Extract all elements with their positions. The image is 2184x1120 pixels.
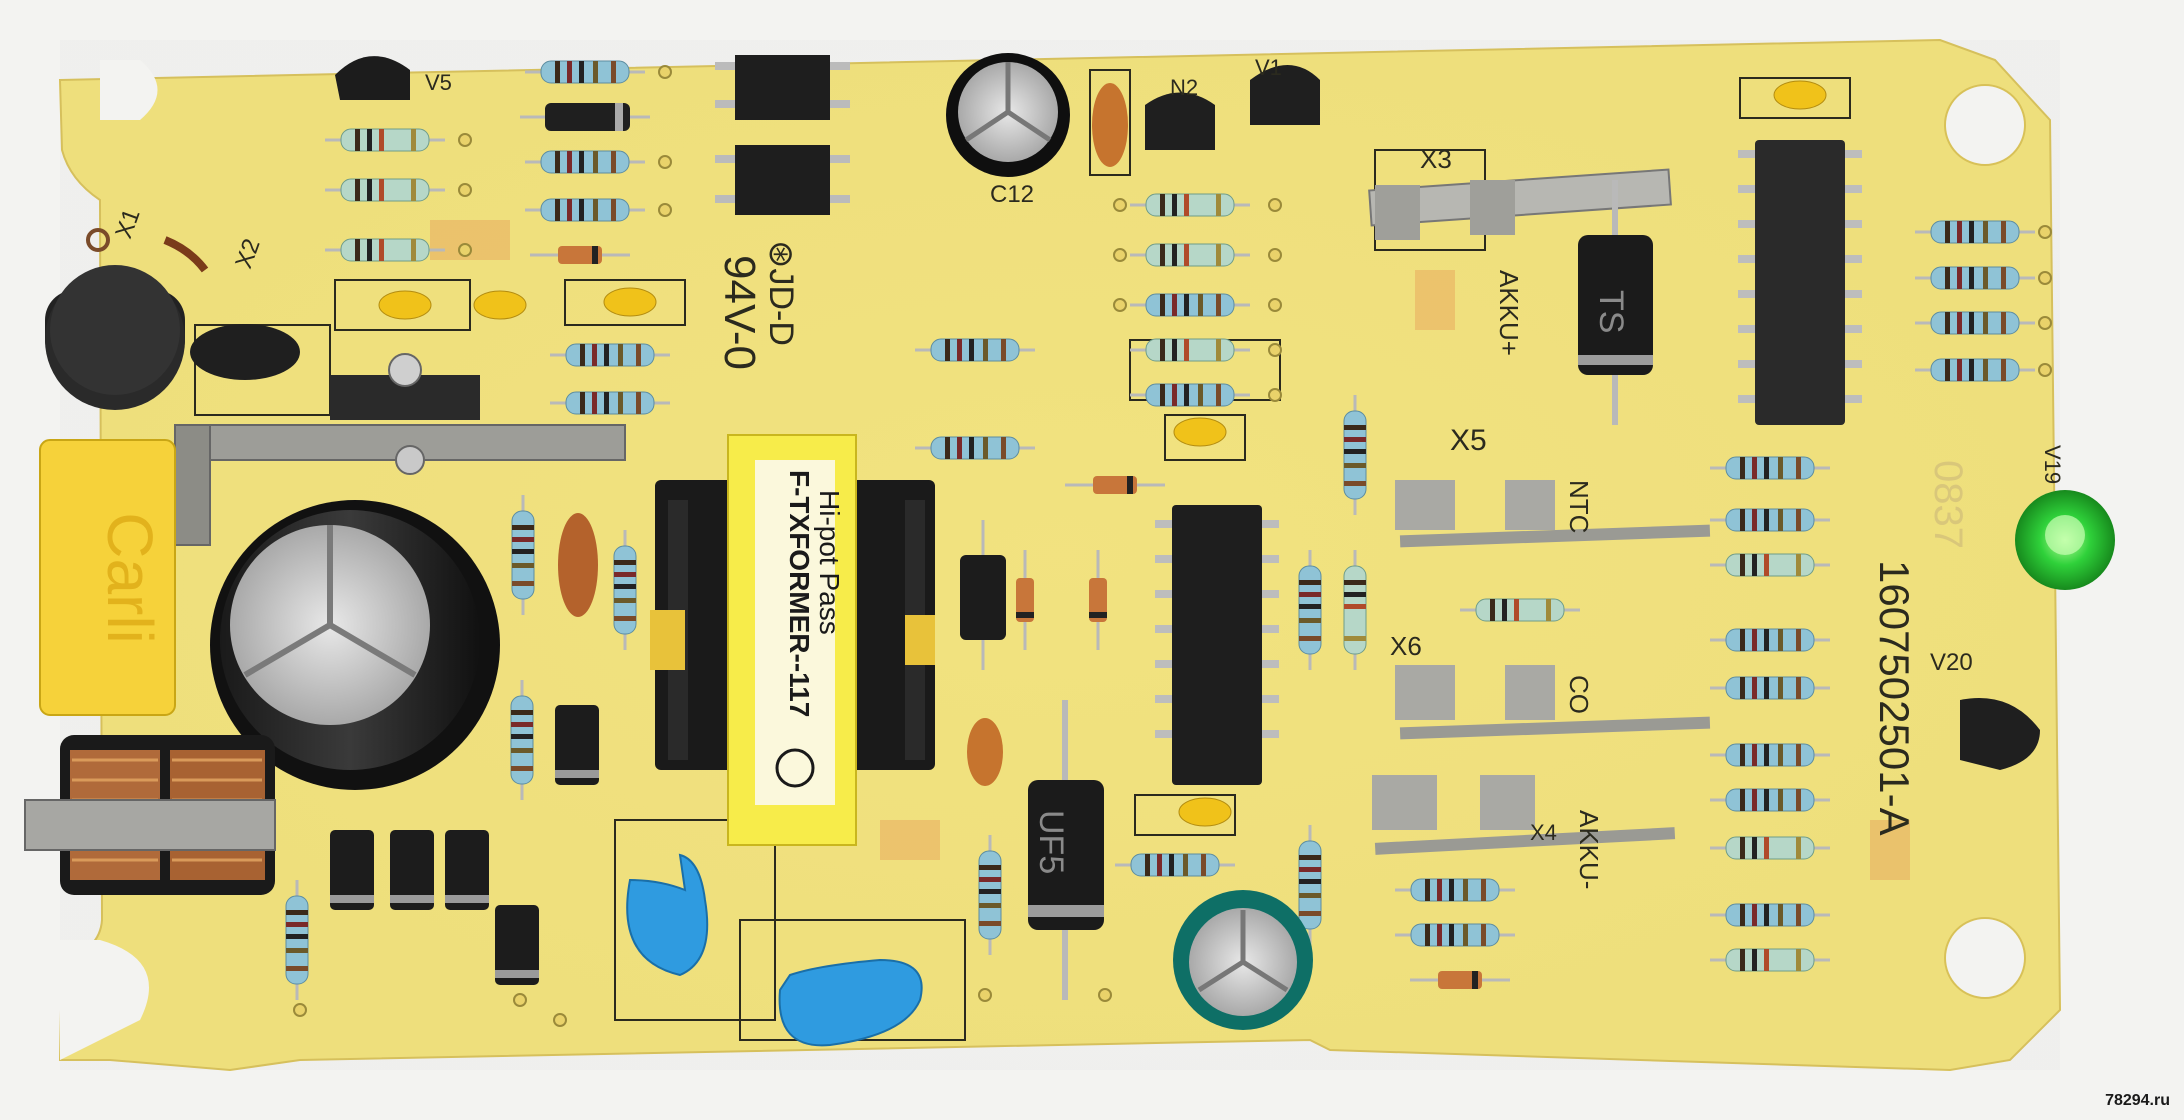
mount-notch <box>100 60 158 120</box>
label-coil: CO <box>1564 675 1594 714</box>
fast-diode <box>960 520 1006 670</box>
transistor-v5 <box>335 56 410 100</box>
label-v20: V20 <box>1930 649 1973 676</box>
label-rating: 94V-0 <box>715 255 764 370</box>
watermark: 78294.ru <box>2105 1092 2170 1109</box>
transformer: F-TXFORMER--117 Hi-pot Pass <box>650 434 935 846</box>
label-pcb-number: 1607502501-A <box>1871 560 1918 836</box>
output-electrolytic-capacitor <box>1173 890 1313 1030</box>
label-v5: V5 <box>425 70 452 95</box>
ceramic-cap-orange <box>1092 83 1128 167</box>
mount-notch <box>60 940 149 1060</box>
x2-cap-text: Carli <box>94 512 166 644</box>
small-diode-black <box>520 103 650 131</box>
output-diode: UF5 <box>1028 700 1104 1000</box>
label-x6: X6 <box>1390 631 1422 661</box>
transformer-label-line2: Hi-pot Pass <box>814 490 845 635</box>
common-mode-choke <box>24 735 276 895</box>
ic-controller <box>1155 505 1279 785</box>
mount-hole <box>1944 917 2026 999</box>
x2-capacitor: Carli <box>39 439 176 716</box>
terminal-x4 <box>1372 775 1676 855</box>
led-v19 <box>2015 490 2115 590</box>
label-ul: ⊛JD-D <box>762 240 800 346</box>
x2-wire <box>163 236 209 273</box>
rectifier-diodes <box>330 705 599 985</box>
ntc-thermistor <box>45 265 185 410</box>
faded-marks <box>430 220 1910 880</box>
label-akku-minus: AKKU- <box>1574 810 1604 889</box>
mount-hole <box>1944 84 2026 166</box>
ts-diode: TS <box>1578 180 1653 425</box>
optocoupler <box>715 145 850 215</box>
transistor-v1 <box>1250 65 1320 125</box>
label-n2: N2 <box>1170 75 1198 100</box>
optocoupler <box>715 55 850 120</box>
label-c12: C12 <box>990 181 1034 208</box>
ceramic-cap-orange <box>967 718 1003 786</box>
label-v1: V1 <box>1255 55 1282 80</box>
ceramic-cap-brown <box>558 513 598 617</box>
y-capacitor <box>778 958 923 1047</box>
transistor-v20 <box>1960 698 2040 770</box>
terminal-x6 <box>1395 665 1711 740</box>
label-date-code: 0837 <box>1926 460 1970 549</box>
silk-outline <box>1739 77 1851 119</box>
label-akku-plus: AKKU+ <box>1494 270 1524 356</box>
heatsink-bracket <box>174 353 626 546</box>
y-capacitor <box>626 853 709 977</box>
label-x5: X5 <box>1450 424 1487 457</box>
label-x4: X4 <box>1530 820 1557 845</box>
bulk-electrolytic-capacitor <box>210 500 500 790</box>
terminal-x3 <box>1368 168 1672 240</box>
capacitor-c12 <box>946 53 1070 177</box>
label-v19: V19 <box>2040 445 2065 484</box>
ic-charger <box>1738 140 1862 425</box>
black-bead <box>190 324 300 380</box>
label-x3: X3 <box>1420 144 1452 174</box>
ts-diode-text: TS <box>1592 290 1630 333</box>
transformer-label-line1: F-TXFORMER--117 <box>784 470 815 717</box>
transistor-n2 <box>1145 92 1215 150</box>
x1-pad <box>86 228 110 252</box>
label-ntc: NTC <box>1564 480 1594 533</box>
terminal-x5 <box>1395 480 1711 548</box>
diode-text: UF5 <box>1032 810 1070 874</box>
